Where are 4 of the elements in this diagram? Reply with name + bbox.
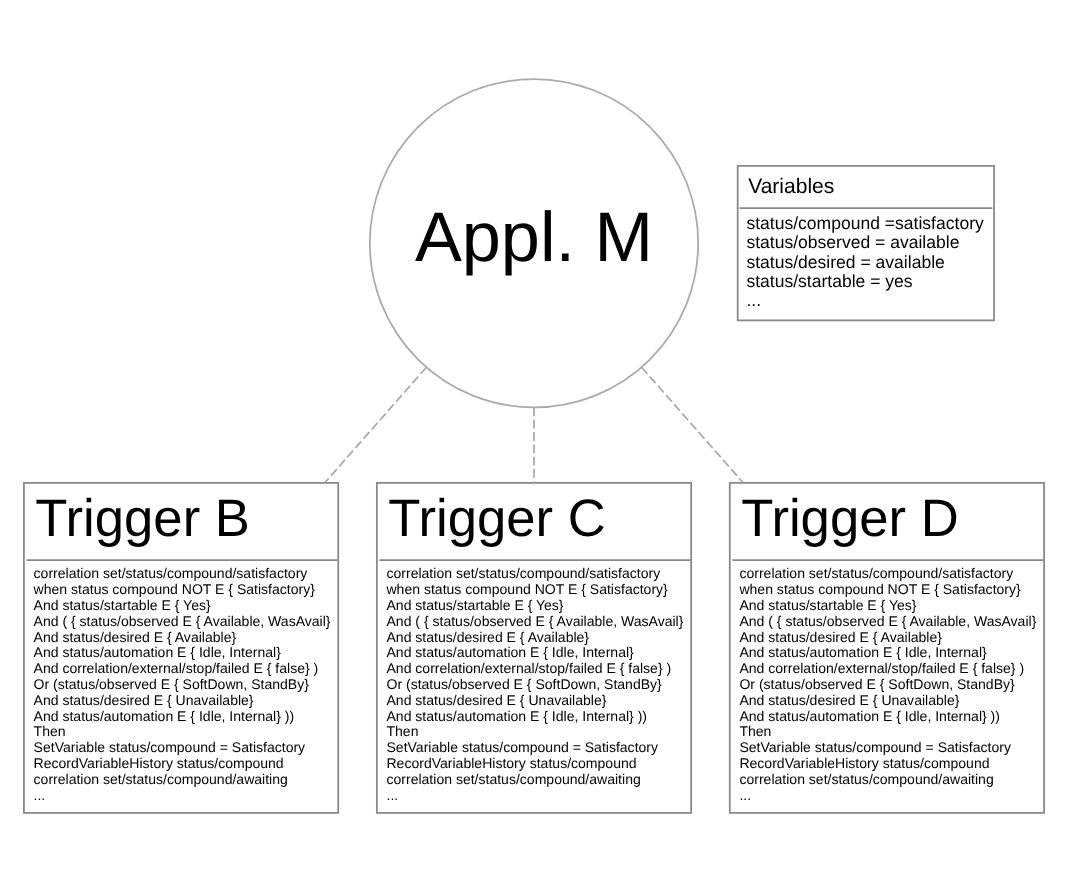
connector (324, 366, 428, 484)
node-circle: Appl. M (368, 78, 700, 409)
connector (640, 366, 744, 484)
connector (533, 406, 535, 484)
